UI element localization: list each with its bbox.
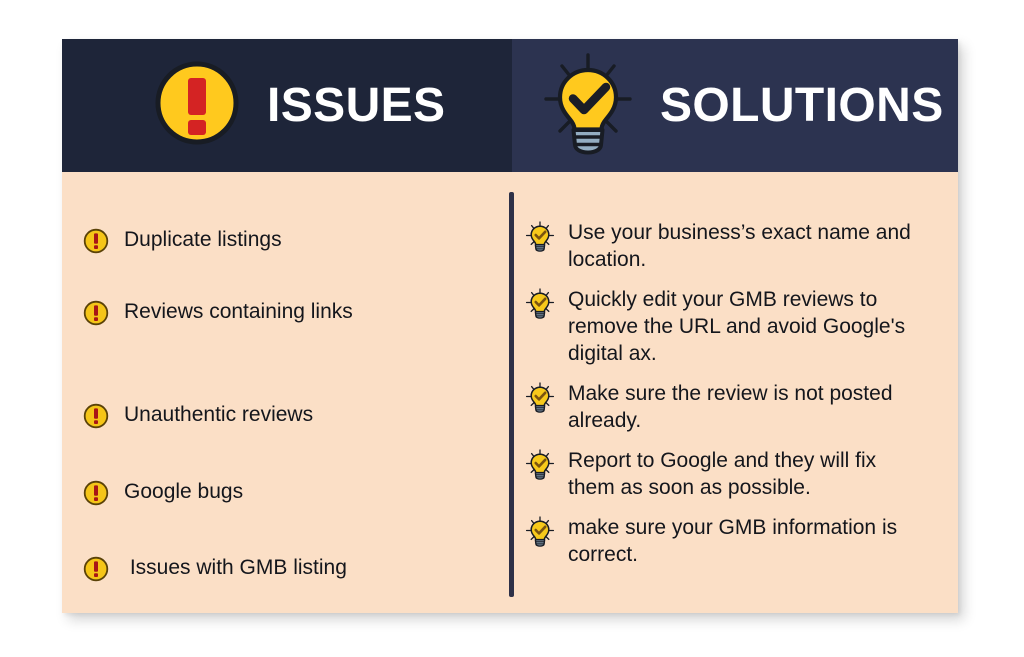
issue-item-label: Reviews containing links (124, 300, 353, 323)
solution-item-label: Make sure the review is not posted alrea… (568, 382, 893, 432)
issues-column: Duplicate listings Reviews containing li… (62, 172, 509, 587)
lightbulb-bullet-icon (524, 515, 556, 552)
lightbulb-bullet-icon (524, 287, 556, 324)
solution-item[interactable]: Quickly edit your GMB reviews to remove … (524, 286, 958, 367)
solution-item-label: Quickly edit your GMB reviews to remove … (568, 288, 906, 365)
lightbulb-bullet-icon (524, 448, 556, 485)
header-issues: ISSUES (62, 39, 512, 172)
issue-item-label: Duplicate listings (124, 228, 282, 251)
issue-item[interactable]: Google bugs (83, 479, 509, 511)
exclamation-circle-bullet-icon (83, 403, 109, 434)
solutions-column: Use your business’s exact name and locat… (514, 172, 958, 568)
solution-item[interactable]: Use your business’s exact name and locat… (524, 219, 958, 273)
header-solutions: SOLUTIONS (512, 39, 958, 172)
solution-item-label: make sure your GMB information is correc… (568, 516, 898, 566)
solution-item[interactable]: Make sure the review is not posted alrea… (524, 380, 958, 434)
issue-item-label: Unauthentic reviews (124, 403, 314, 426)
issue-item[interactable]: Unauthentic reviews (83, 402, 509, 434)
solution-item[interactable]: make sure your GMB information is correc… (524, 514, 958, 568)
issue-item-label: Issues with GMB listing (124, 556, 347, 579)
solution-item-label: Use your business’s exact name and locat… (568, 221, 911, 271)
card-body: Duplicate listings Reviews containing li… (62, 172, 958, 613)
lightbulb-bullet-icon (524, 381, 556, 418)
issue-item[interactable]: Duplicate listings (83, 227, 509, 259)
exclamation-circle-bullet-icon (83, 480, 109, 511)
header-issues-title: ISSUES (267, 78, 446, 132)
solution-item-label: Report to Google and they will fix them … (568, 449, 877, 499)
issue-item[interactable]: Reviews containing links (83, 299, 509, 331)
header-solutions-title: SOLUTIONS (660, 78, 944, 132)
exclamation-circle-bullet-icon (83, 228, 109, 259)
exclamation-circle-bullet-icon (83, 556, 109, 587)
issues-solutions-card: ISSUES (62, 39, 958, 613)
card-header: ISSUES (62, 39, 958, 172)
exclamation-circle-bullet-icon (83, 300, 109, 331)
column-divider (509, 192, 514, 597)
issue-item[interactable]: Issues with GMB listing (83, 555, 509, 587)
exclamation-circle-icon (155, 61, 239, 150)
issue-item-label: Google bugs (124, 480, 244, 503)
lightbulb-bullet-icon (524, 220, 556, 257)
solution-item[interactable]: Report to Google and they will fix them … (524, 447, 958, 501)
lightbulb-check-icon (540, 51, 636, 160)
